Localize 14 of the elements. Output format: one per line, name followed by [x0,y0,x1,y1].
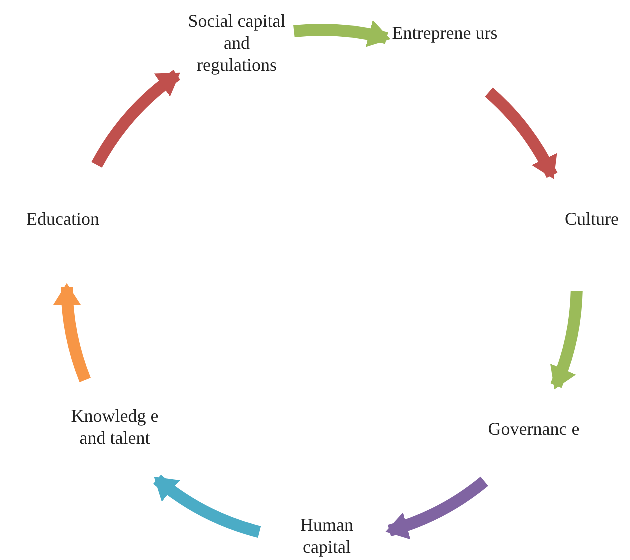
cycle-arrow [294,20,391,48]
cycle-label: Education [8,208,118,230]
cycle-label: Entreprene urs [388,22,502,44]
cycle-arrow [484,88,558,180]
cycle-arrow [54,283,92,382]
cycle-arrow [92,70,181,168]
cycle-label: Human capital [282,514,372,558]
cycle-label: Culture [552,208,630,230]
cycle-arrow [154,474,262,538]
cycle-arrow [549,290,583,390]
cycle-label: Knowledg e and talent [60,405,170,449]
cycle-label: Governanc e [478,418,590,440]
cycle-arrow [386,476,488,538]
cycle-label: Social capital and regulations [182,10,292,76]
